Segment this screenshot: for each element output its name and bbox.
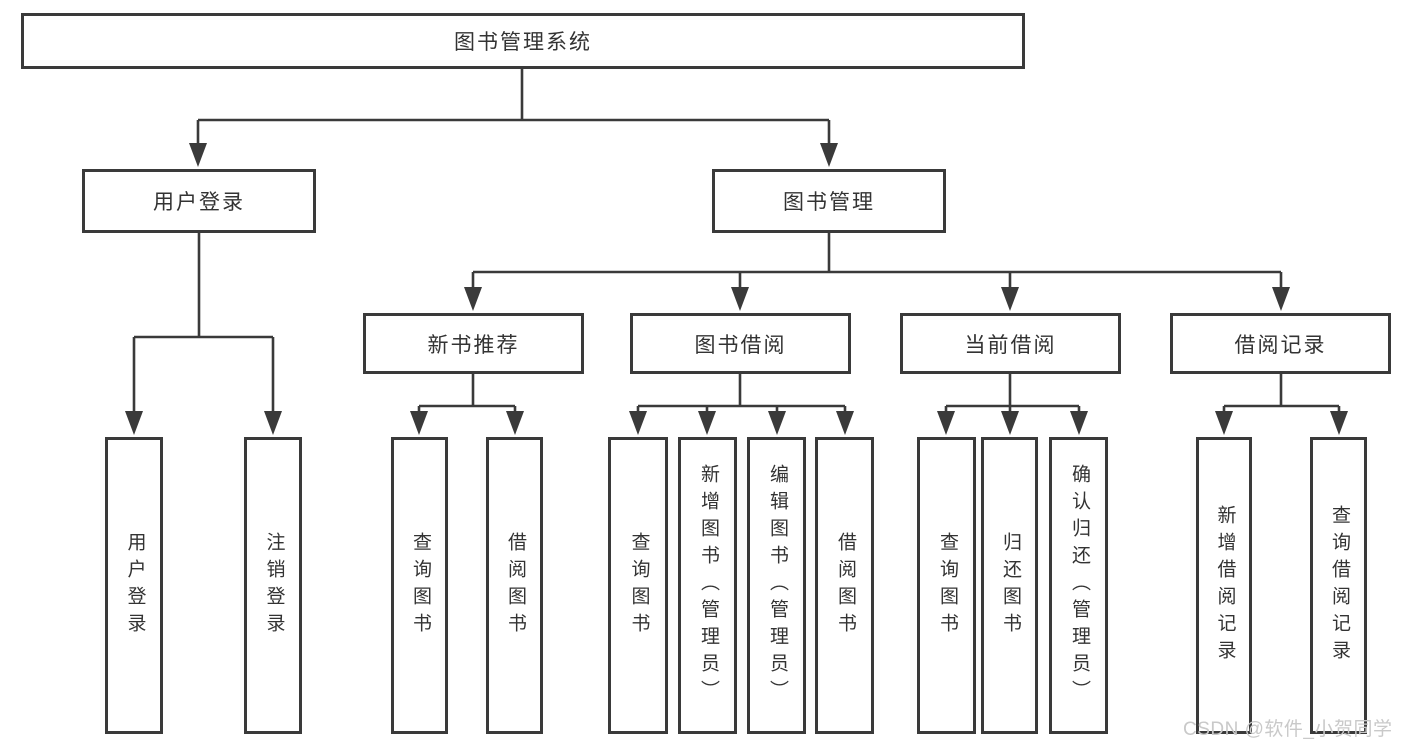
leaf-label: 归还图书 <box>999 531 1021 640</box>
node-label: 新书推荐 <box>427 333 520 357</box>
leaf-borrow-books: 借阅图书 <box>486 437 543 734</box>
node-label: 借阅记录 <box>1234 333 1327 357</box>
leaf-label: 用户登录 <box>124 531 146 640</box>
leaf-borrow-books: 借阅图书 <box>815 437 874 734</box>
leaf-label: 查询图书 <box>936 531 958 640</box>
node-library-management-system: 图书管理系统 <box>21 13 1025 69</box>
node-user-login: 用户登录 <box>82 169 316 233</box>
leaf-label: 查询图书 <box>628 531 650 640</box>
leaf-label: 确认归还（管理员） <box>1068 464 1090 707</box>
node-label: 图书管理 <box>783 191 875 214</box>
leaf-query-books: 查询图书 <box>608 437 668 734</box>
leaf-query-books: 查询图书 <box>917 437 976 734</box>
node-borrowing-records: 借阅记录 <box>1170 313 1391 374</box>
leaf-return-books: 归还图书 <box>981 437 1038 734</box>
arrowheads <box>125 143 1348 435</box>
leaf-label: 查询图书 <box>409 531 431 640</box>
node-label: 图书管理系统 <box>454 31 592 54</box>
leaf-add-borrow-record: 新增借阅记录 <box>1196 437 1252 734</box>
leaf-add-books-admin: 新增图书（管理员） <box>678 437 737 734</box>
leaf-label: 编辑图书（管理员） <box>766 464 788 707</box>
leaf-query-borrow-record: 查询借阅记录 <box>1310 437 1367 734</box>
leaf-logout: 注销登录 <box>244 437 302 734</box>
node-label: 用户登录 <box>153 191 245 214</box>
leaf-edit-books-admin: 编辑图书（管理员） <box>747 437 806 734</box>
leaf-label: 新增图书（管理员） <box>697 464 719 707</box>
leaf-label: 借阅图书 <box>504 531 526 640</box>
node-label: 当前借阅 <box>964 333 1057 357</box>
leaf-confirm-return-admin: 确认归还（管理员） <box>1049 437 1108 734</box>
node-book-borrowing: 图书借阅 <box>630 313 851 374</box>
leaf-label: 借阅图书 <box>834 531 856 640</box>
leaf-user-login: 用户登录 <box>105 437 163 734</box>
node-label: 图书借阅 <box>694 333 787 357</box>
leaf-query-books: 查询图书 <box>391 437 448 734</box>
node-current-borrowing: 当前借阅 <box>900 313 1121 374</box>
csdn-watermark: CSDN @软件_小贺同学 <box>1183 719 1393 740</box>
leaf-label: 新增借阅记录 <box>1214 504 1236 667</box>
leaf-label: 查询借阅记录 <box>1328 504 1350 667</box>
node-book-management: 图书管理 <box>712 169 946 233</box>
node-new-book-recommendation: 新书推荐 <box>363 313 584 374</box>
leaf-label: 注销登录 <box>263 531 285 640</box>
